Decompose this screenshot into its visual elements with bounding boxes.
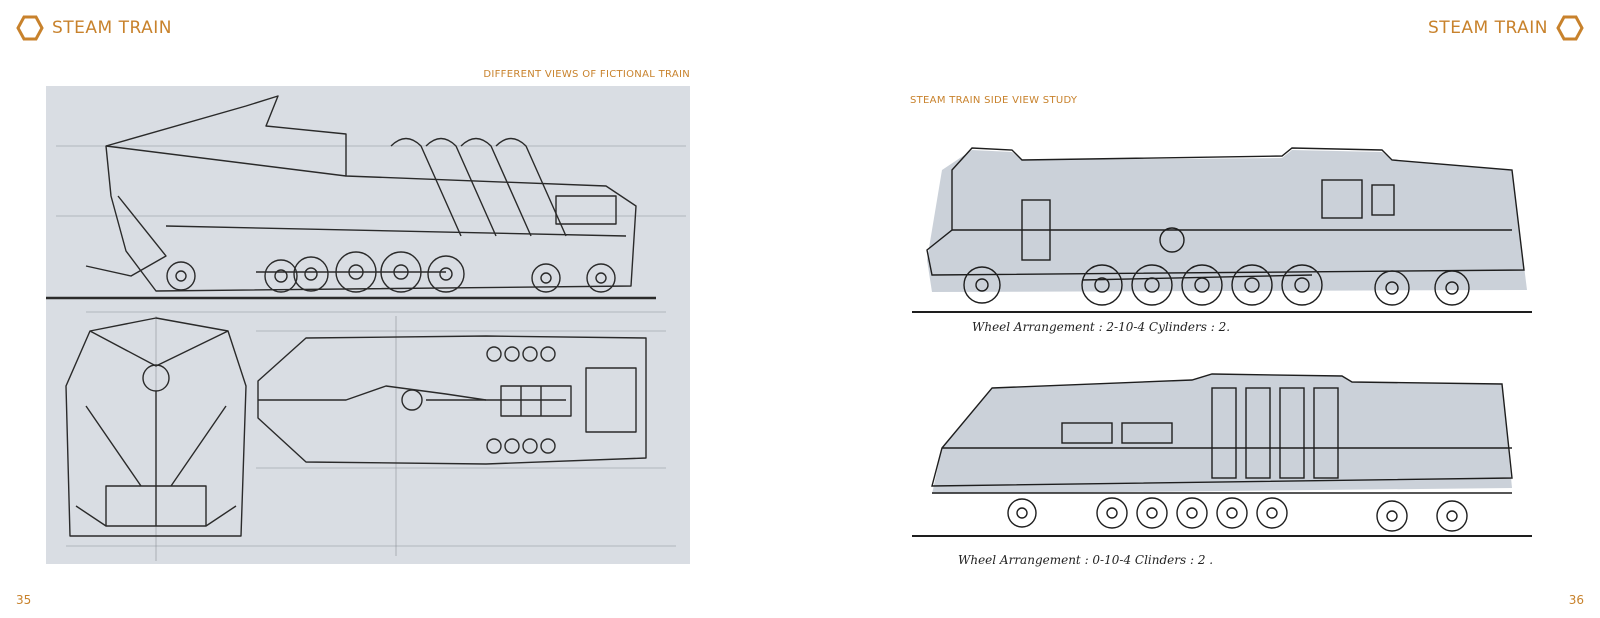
locomotive-2-10-4-illustration <box>912 147 1532 313</box>
hexagon-icon <box>16 15 44 41</box>
train-views-panel <box>46 86 690 564</box>
figure-caption: DIFFERENT VIEWS OF FICTIONAL TRAIN <box>483 69 690 80</box>
left-page: STEAM TRAIN DIFFERENT VIEWS OF FICTIONAL… <box>16 15 690 607</box>
locomotive-0-10-4-illustration <box>912 373 1532 537</box>
page-number: 35 <box>16 593 32 607</box>
side-view-sketch <box>912 130 1552 320</box>
wheel-arrangement-note: Wheel Arrangement : 2-10-4 Cylinders : 2… <box>972 320 1231 334</box>
header-title: STEAM TRAIN <box>1428 18 1548 38</box>
hexagon-icon <box>1556 15 1584 41</box>
header-title: STEAM TRAIN <box>52 18 172 38</box>
train-views-illustration <box>46 95 686 561</box>
side-view-sketch <box>912 368 1552 548</box>
right-page: STEAM TRAIN STEAM TRAIN SIDE VIEW STUDY <box>800 0 1600 618</box>
page-number: 36 <box>1568 593 1584 607</box>
figure-caption: STEAM TRAIN SIDE VIEW STUDY <box>910 95 1078 106</box>
wheel-arrangement-note: Wheel Arrangement : 0-10-4 Clinders : 2 … <box>958 553 1214 567</box>
